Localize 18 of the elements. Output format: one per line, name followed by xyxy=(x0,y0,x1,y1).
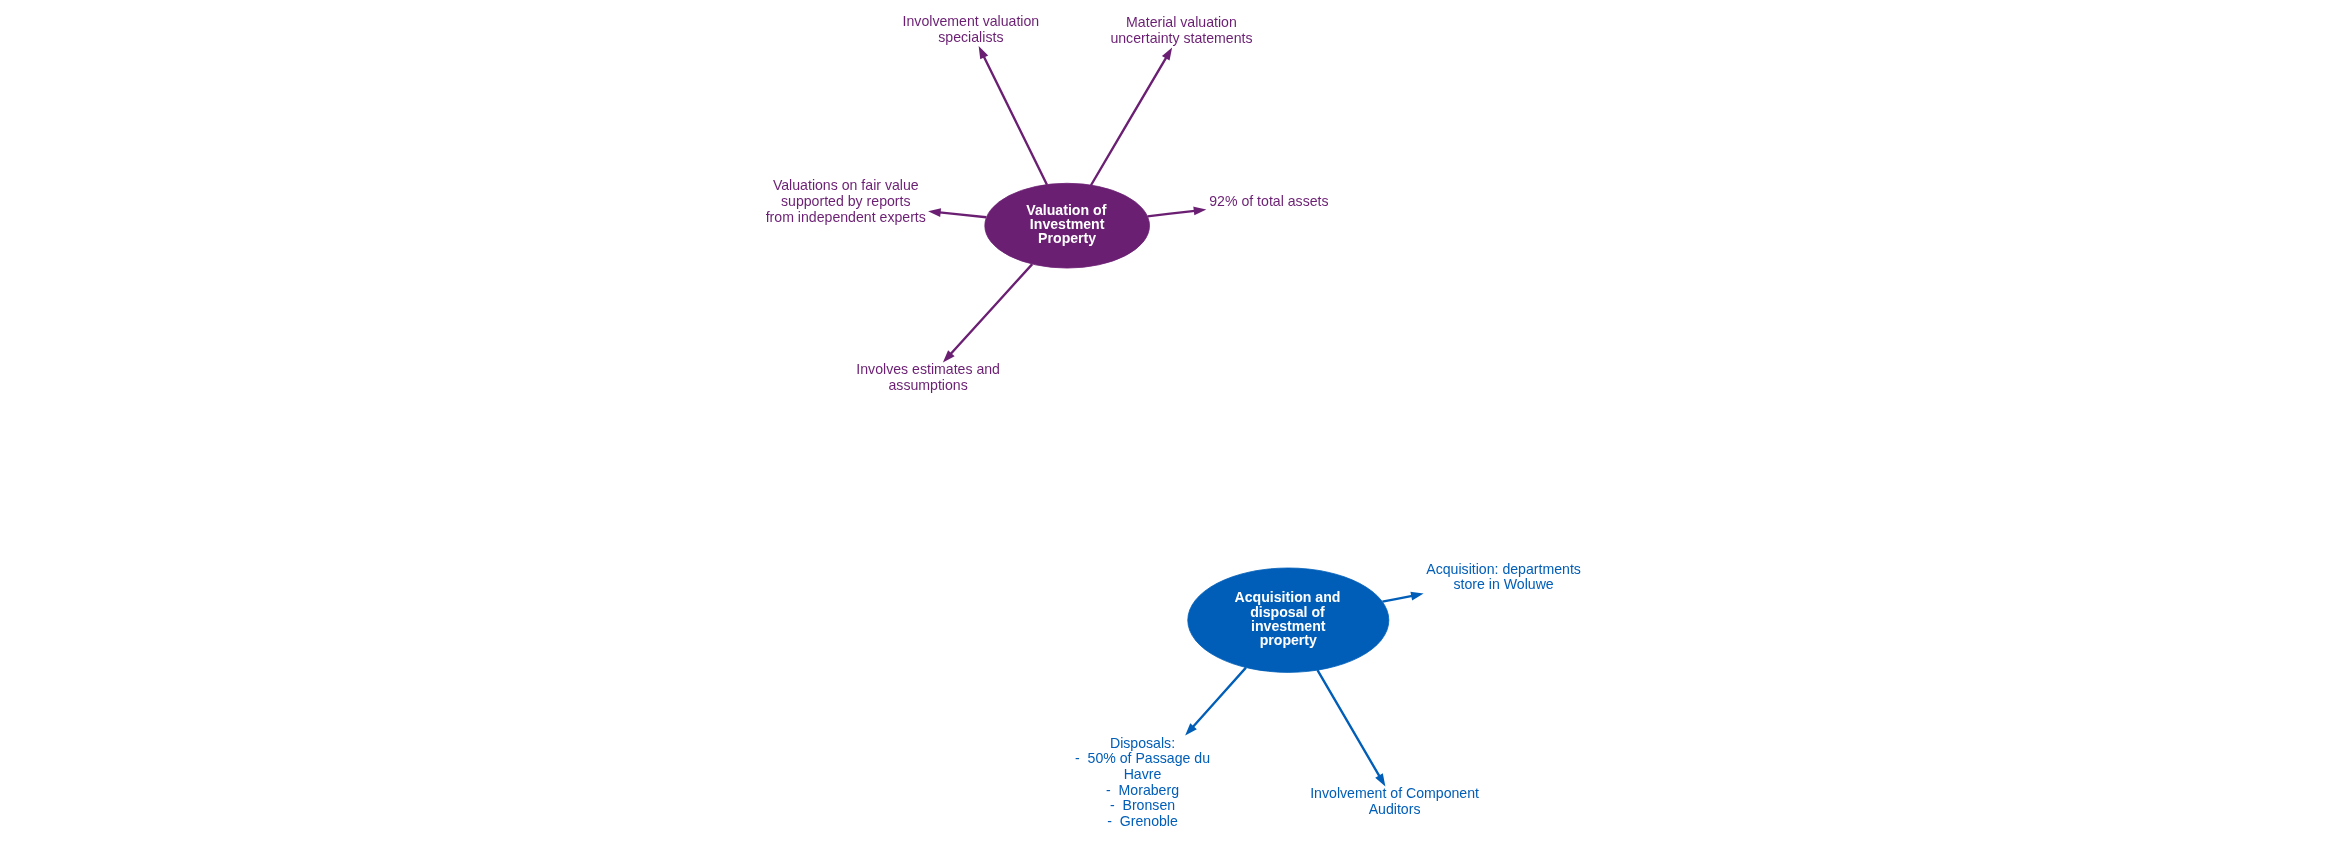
node-text: Acquisition: departments store in Woluwe xyxy=(1425,560,1581,593)
arrow xyxy=(1381,591,1424,603)
node-text: Involvement of Component Auditors xyxy=(1309,784,1479,817)
node-ellipse: Valuation of Investment Property xyxy=(983,182,1150,269)
node-text: Material valuation uncertainty statements xyxy=(1109,14,1253,46)
arrow xyxy=(1089,47,1172,186)
arrow xyxy=(1315,669,1385,787)
node-text: Involvement valuation specialists xyxy=(902,12,1039,45)
node-text: Valuations on fair value supported by reports from independent experts xyxy=(765,177,926,225)
arrow xyxy=(942,263,1033,363)
arrow xyxy=(1184,666,1247,736)
arrow xyxy=(978,46,1048,186)
node-text: Disposals: - 50% of Passage du Havre - Moraberg - Bronsen - Grenoble xyxy=(1074,734,1210,830)
node-text: 92% of total assets xyxy=(1208,192,1329,209)
node-text: Involves estimates and assumptions xyxy=(855,361,1000,394)
node-ellipse: Acquisition and disposal of investment property xyxy=(1186,567,1389,673)
arrow xyxy=(927,208,986,219)
arrow xyxy=(1146,206,1206,218)
